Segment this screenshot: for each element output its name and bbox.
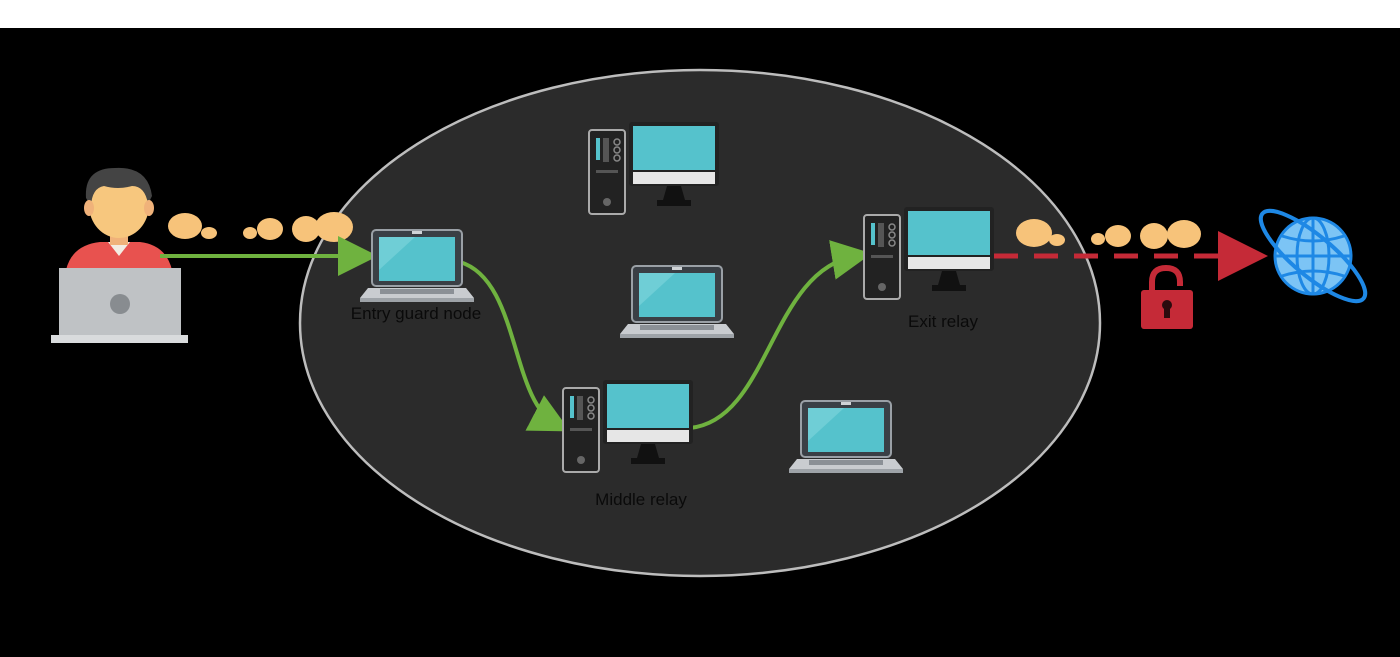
top-band [0, 0, 1400, 28]
entry-guard-node [359, 229, 475, 303]
relay-laptop-center [619, 265, 735, 339]
middle-relay-label: Middle relay [595, 490, 687, 509]
padlock-open-icon [1141, 264, 1193, 329]
entry-guard-label: Entry guard node [351, 304, 481, 323]
laptop-icon [359, 229, 475, 303]
packet-group-encrypted [168, 212, 353, 242]
user-icon [66, 167, 172, 270]
path-middle-to-exit [689, 240, 872, 430]
laptop-icon [788, 400, 904, 474]
laptop-icon [619, 265, 735, 339]
path-entry-to-middle [459, 260, 571, 432]
packet-group-unencrypted [1016, 219, 1201, 249]
globe-icon [1258, 208, 1368, 304]
exit-relay-label: Exit relay [908, 312, 978, 331]
user-laptop-icon [51, 268, 188, 343]
relay-laptop-right [788, 400, 904, 474]
